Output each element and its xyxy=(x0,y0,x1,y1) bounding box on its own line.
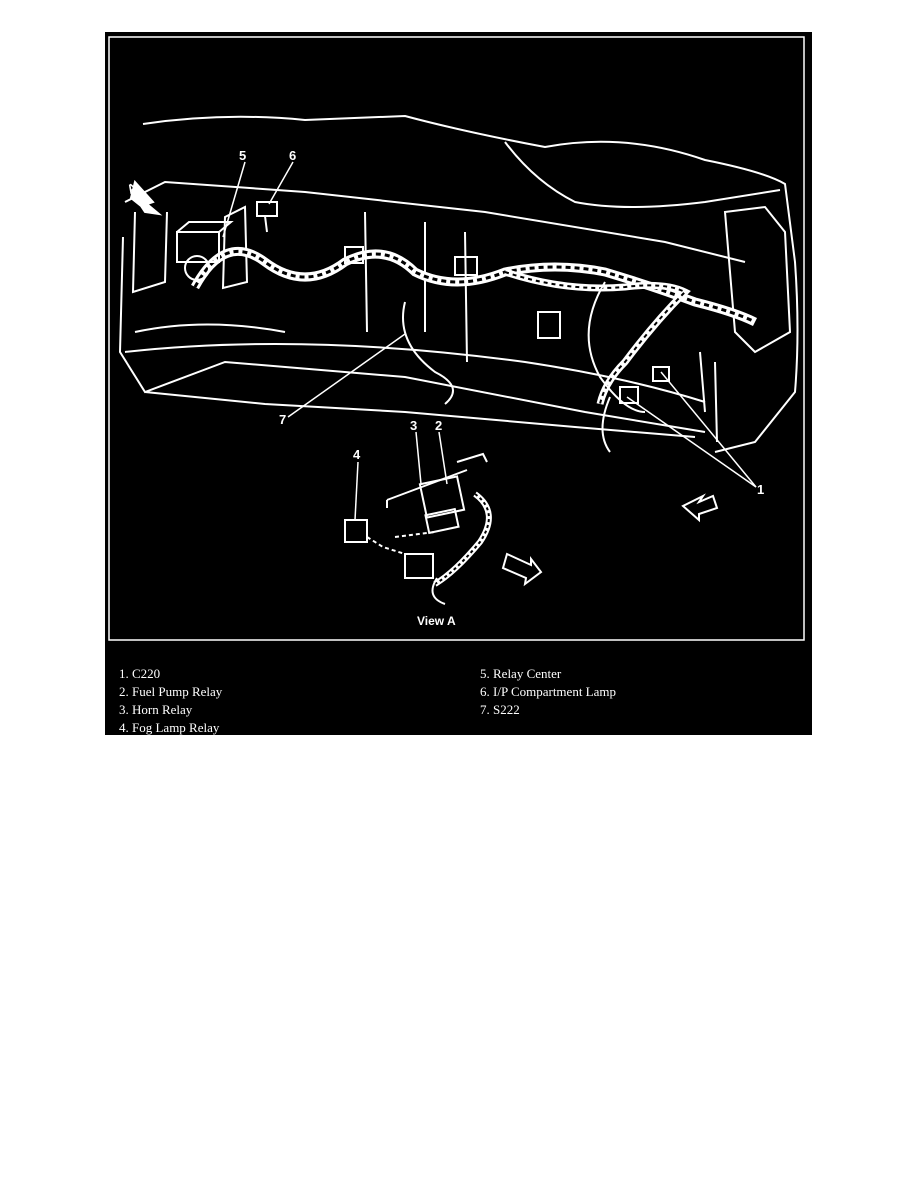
direction-arrows xyxy=(129,179,719,587)
relay-center-part xyxy=(176,221,234,281)
diagram-figure: 5 6 7 1 3 2 4 A View A 1. C220 2. Fuel P… xyxy=(105,32,812,735)
dashboard-outline xyxy=(118,114,799,453)
view-a-label: View A xyxy=(417,614,456,628)
c220-connector-part xyxy=(601,366,670,453)
legend-column-right: 5. Relay Center 6. I/P Compartment Lamp … xyxy=(480,665,616,719)
legend-item-ip-compartment-lamp: 6. I/P Compartment Lamp xyxy=(480,684,616,699)
center-connectors xyxy=(344,246,561,339)
legend-item-fuel-pump-relay: 2. Fuel Pump Relay xyxy=(119,684,223,699)
legend-item-fog-lamp-relay: 4. Fog Lamp Relay xyxy=(119,720,220,735)
legend-item-c220: 1. C220 xyxy=(119,666,161,681)
callout-4: 4 xyxy=(353,447,361,462)
legend-column-left: 1. C220 2. Fuel Pump Relay 3. Horn Relay… xyxy=(119,665,222,737)
callout-3: 3 xyxy=(410,418,417,433)
callout-6: 6 xyxy=(289,148,296,163)
diagram-illustration: 5 6 7 1 3 2 4 A View A xyxy=(108,36,805,641)
wiring-harness xyxy=(191,247,758,413)
legend-item-horn-relay: 3. Horn Relay xyxy=(119,702,193,717)
callout-1: 1 xyxy=(757,482,764,497)
legend-item-s222: 7. S222 xyxy=(480,702,520,717)
ip-compartment-lamp-part xyxy=(256,201,278,233)
legend-item-relay-center: 5. Relay Center xyxy=(480,666,562,681)
leader-lines xyxy=(222,161,757,521)
legend: 1. C220 2. Fuel Pump Relay 3. Horn Relay… xyxy=(105,662,812,735)
callout-5: 5 xyxy=(239,148,246,163)
callout-2: 2 xyxy=(435,418,442,433)
figure-frame xyxy=(108,36,805,641)
view-a-inset xyxy=(344,452,492,605)
callout-7: 7 xyxy=(279,412,286,427)
